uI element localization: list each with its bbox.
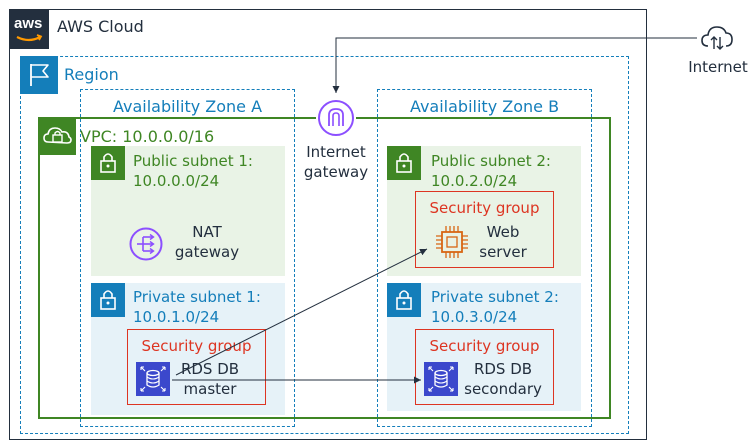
rds-master-label-2: master (183, 380, 237, 398)
aws-logo-text: aws (14, 15, 43, 32)
private-subnet-2-cidr: 10.0.3.0/24 (431, 308, 518, 326)
public-subnet-1-cidr: 10.0.0.0/24 (133, 172, 220, 190)
nat-gateway-label-1: NAT (192, 223, 222, 241)
lock-icon (91, 283, 125, 317)
lock-icon (387, 283, 421, 317)
rds-secondary-label-2: secondary (464, 380, 542, 398)
security-group-label: Security group (429, 199, 540, 217)
private-subnet-1-cidr: 10.0.1.0/24 (133, 308, 220, 326)
availability-zone-b-label: Availability Zone B (409, 97, 560, 116)
nat-gateway-icon (128, 226, 164, 262)
aws-logo-icon: aws (9, 9, 49, 49)
security-group-web-server (415, 191, 554, 268)
public-subnet-2-cidr: 10.0.2.0/24 (431, 172, 518, 190)
rds-database-icon (136, 362, 170, 396)
internet-gateway-icon (316, 98, 356, 138)
internet-gateway-label-2: gateway (303, 163, 369, 181)
availability-zone-a-label: Availability Zone A (112, 97, 263, 116)
region-label: Region (64, 65, 119, 84)
internet-label: Internet (688, 58, 748, 76)
web-server-label-2: server (479, 243, 527, 261)
internet-gateway-label-bg (302, 142, 372, 184)
nat-gateway-label-2: gateway (174, 243, 240, 261)
vpc-cloud-lock-icon (38, 117, 76, 155)
private-subnet-2-name: Private subnet 2: (431, 288, 559, 306)
public-subnet-2-name: Public subnet 2: (431, 152, 551, 170)
security-group-label: Security group (429, 337, 540, 355)
region-boundary (20, 56, 629, 434)
private-subnet-1-name: Private subnet 1: (133, 288, 261, 306)
vpc-label: VPC: 10.0.0.0/16 (80, 127, 215, 146)
rds-database-icon (424, 362, 458, 396)
security-group-label: Security group (141, 337, 252, 355)
internet-gateway-label-1: Internet (306, 143, 366, 161)
internet-cloud-icon (699, 22, 735, 54)
lock-icon (387, 146, 421, 180)
aws-cloud-label: AWS Cloud (57, 17, 144, 36)
lock-icon (91, 146, 125, 180)
rds-secondary-label-1: RDS DB (473, 360, 533, 378)
rds-master-label-1: RDS DB (180, 360, 240, 378)
flag-icon (20, 56, 58, 94)
ec2-instance-icon (432, 222, 472, 262)
public-subnet-1-name: Public subnet 1: (133, 152, 253, 170)
web-server-label-1: Web (486, 223, 520, 241)
